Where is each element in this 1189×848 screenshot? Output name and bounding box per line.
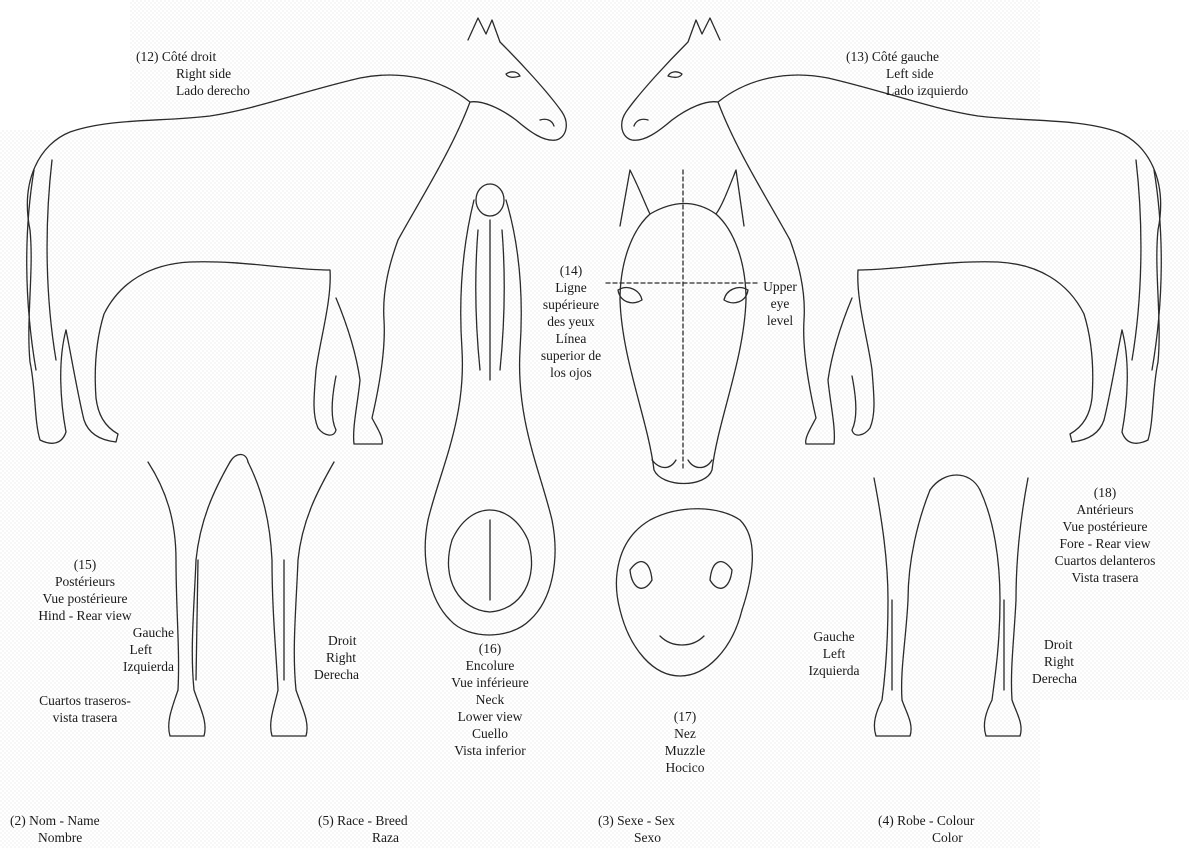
label-right-side-es: Lado derecho (136, 82, 250, 99)
label-upper-eye-level-line2: eye (752, 295, 808, 312)
label-muzzle: (17) Nez Muzzle Hocico (640, 708, 730, 776)
label-eye-level-line2: supérieure (526, 296, 616, 313)
label-upper-eye-level: Upper eye level (752, 278, 808, 329)
label-hind-view-fr: Vue postérieure (10, 590, 160, 607)
label-left-side-es: Lado izquierdo (846, 82, 968, 99)
label-neck-fr: Encolure (420, 657, 560, 674)
label-neck-view-es: Vista inferior (420, 742, 560, 759)
label-hind-left: Gauche Left Izquierda (80, 624, 174, 675)
label-eye-level-fr-es: (14) Ligne supérieure des yeux Línea sup… (526, 262, 616, 381)
label-hind-right: Droit Right Derecha (314, 632, 359, 683)
field-colour-es: Color (878, 829, 974, 846)
label-fore-right: Droit Right Derecha (1032, 636, 1077, 687)
label-hind-es: Cuartos traseros- vista trasera (10, 692, 160, 726)
label-eye-level-line5: superior de (526, 347, 616, 364)
label-left-side: (13) Côté gauche Left side Lado izquierd… (846, 48, 968, 99)
label-eye-level-line6: los ojos (526, 364, 616, 381)
label-hind-left-en: Left (80, 641, 174, 658)
label-eye-level-line1: Ligne (526, 279, 616, 296)
label-fore-right-fr: Droit (1032, 636, 1077, 653)
field-sex: (3) Sexe - Sex Sexo (598, 812, 675, 846)
label-left-side-fr: (13) Côté gauche (846, 48, 968, 65)
label-upper-eye-level-line1: Upper (752, 278, 808, 295)
label-neck-view-fr: Vue inférieure (420, 674, 560, 691)
label-muzzle-es: Hocico (640, 759, 730, 776)
field-name-es: Nombre (10, 829, 100, 846)
corner-blank-top-right (1040, 0, 1189, 130)
label-left-side-en: Left side (846, 65, 968, 82)
label-hind-fr: Postérieurs (10, 573, 160, 590)
field-breed-es: Raza (318, 829, 408, 846)
label-hind-left-fr: Gauche (80, 624, 174, 641)
label-neck-number: (16) (420, 640, 560, 657)
label-fore-left-fr: Gauche (794, 628, 874, 645)
label-muzzle-number: (17) (640, 708, 730, 725)
label-fore-left-es: Izquierda (794, 662, 874, 679)
field-sex-es: Sexo (598, 829, 675, 846)
label-neck-en: Neck (420, 691, 560, 708)
field-name: (2) Nom - Name Nombre (10, 812, 100, 846)
label-eye-level-line3: des yeux (526, 313, 616, 330)
label-neck-lower-view: (16) Encolure Vue inférieure Neck Lower … (420, 640, 560, 759)
corner-blank-bottom-right (1040, 700, 1189, 848)
label-neck-es: Cuello (420, 725, 560, 742)
label-fore-es: Cuartos delanteros (1024, 552, 1186, 569)
label-fore-right-es: Derecha (1032, 670, 1077, 687)
field-colour-label: (4) Robe - Colour (878, 812, 974, 829)
label-fore-number: (18) (1024, 484, 1186, 501)
label-hind-number: (15) (10, 556, 160, 573)
label-fore-view-en: Fore - Rear view (1024, 535, 1186, 552)
label-hind-es-line1: Cuartos traseros- (10, 692, 160, 709)
label-fore-left: Gauche Left Izquierda (794, 628, 874, 679)
label-eye-level-line4: Línea (526, 330, 616, 347)
label-fore-fr: Antérieurs (1024, 501, 1186, 518)
field-breed-label: (5) Race - Breed (318, 812, 408, 829)
field-sex-label: (3) Sexe - Sex (598, 812, 675, 829)
label-right-side-fr: (12) Côté droit (136, 48, 250, 65)
label-hind-view-en: Hind - Rear view (10, 607, 160, 624)
label-hind-left-es: Izquierda (80, 658, 174, 675)
field-name-label: (2) Nom - Name (10, 812, 100, 829)
corner-blank-top-left (0, 0, 130, 130)
label-eye-level-number: (14) (526, 262, 616, 279)
label-fore-left-en: Left (794, 645, 874, 662)
label-fore-rear-view: (18) Antérieurs Vue postérieure Fore - R… (1024, 484, 1186, 586)
label-fore-view-fr: Vue postérieure (1024, 518, 1186, 535)
label-hind-right-fr: Droit (314, 632, 359, 649)
field-breed: (5) Race - Breed Raza (318, 812, 408, 846)
label-hind-right-es: Derecha (314, 666, 359, 683)
label-right-side-en: Right side (136, 65, 250, 82)
label-hind-es-line2: vista trasera (10, 709, 160, 726)
field-colour: (4) Robe - Colour Color (878, 812, 974, 846)
label-hind-right-en: Right (314, 649, 359, 666)
label-upper-eye-level-line3: level (752, 312, 808, 329)
label-muzzle-en: Muzzle (640, 742, 730, 759)
label-fore-right-en: Right (1032, 653, 1077, 670)
label-neck-view-en: Lower view (420, 708, 560, 725)
label-hind-rear-view: (15) Postérieurs Vue postérieure Hind - … (10, 556, 160, 624)
label-muzzle-fr: Nez (640, 725, 730, 742)
label-right-side: (12) Côté droit Right side Lado derecho (136, 48, 250, 99)
label-fore-view-es: Vista trasera (1024, 569, 1186, 586)
